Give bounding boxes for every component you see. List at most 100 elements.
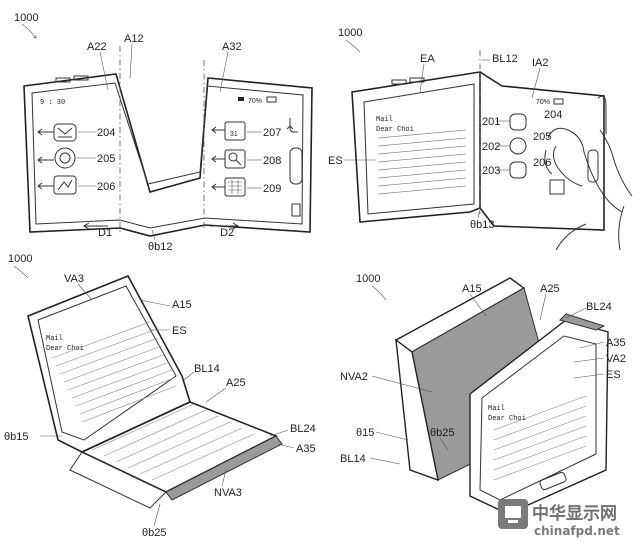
leader-a25-4 (539, 293, 547, 321)
figure-ref-arrow-2 (345, 39, 361, 53)
figure-ref-3: 1000 (8, 253, 32, 265)
label-d2: D2 (220, 227, 234, 239)
figure-ref-arrow-1 (21, 23, 37, 39)
settings-icon (509, 137, 527, 155)
figure-top-right: 1000 Mail Dear Choi 70% EA BL12 IA2 (328, 27, 633, 251)
ref-201: 201 (482, 116, 500, 128)
mail-body-lines-4 (493, 395, 587, 481)
leader-theta-b25-3 (153, 503, 161, 527)
battery-icon-1 (266, 96, 277, 103)
figure-ref-arrow-3 (13, 265, 29, 279)
label-theta-b15: θb15 (4, 431, 28, 443)
leader-theta-15 (375, 431, 409, 441)
mail-greeting-2: Dear Choi (376, 126, 414, 134)
leader-a35-4 (579, 341, 605, 349)
leader-bl24-4 (565, 307, 587, 319)
device-left-panel-2 (351, 71, 481, 223)
watermark-brand: 中华显示网 (532, 503, 617, 524)
leader-va3 (77, 283, 93, 301)
keypad-icon (224, 177, 246, 197)
arrow-left-icon (211, 126, 225, 134)
leader-a22 (99, 51, 109, 91)
ref-207: 207 (263, 127, 281, 139)
site-watermark: 中华显示网 chinafpd.net (498, 499, 620, 538)
label-nva2: NVA2 (340, 371, 368, 383)
ref-204-fig2: 204 (544, 109, 562, 121)
device-screen-3 (37, 285, 177, 441)
svg-text:31: 31 (230, 131, 238, 138)
strap-icon (597, 95, 607, 134)
figure-ref-2: 1000 (338, 27, 362, 39)
leader-bl14-4 (369, 457, 401, 465)
label-bl24: BL24 (290, 423, 316, 435)
recent-apps-icon (291, 203, 301, 217)
ref-202: 202 (482, 141, 500, 153)
device-screen-2 (363, 83, 475, 215)
mail-greeting-3: Dear Choi (46, 345, 84, 353)
label-a15: A15 (172, 299, 192, 311)
leader-a25 (205, 387, 227, 403)
label-bl24-4: BL24 (586, 301, 612, 313)
device-top-button-1 (55, 77, 71, 83)
arrow-left-icon (211, 155, 225, 163)
device-top-button-3 (391, 79, 407, 85)
leader-a12 (129, 43, 133, 79)
direction-arrow-d2 (210, 222, 239, 230)
mail-greeting-4: Dear Choi (488, 415, 526, 423)
mail-title-3: Mail (46, 335, 63, 343)
mail-body-lines-3 (51, 321, 177, 423)
device-top-button-4 (409, 77, 425, 83)
device-top-button-2 (73, 75, 89, 81)
figure-ref-1: 1000 (14, 12, 38, 24)
leader-va2 (573, 357, 605, 363)
arrow-left-icon (37, 156, 54, 164)
back-icon (286, 118, 298, 133)
ref-206-fig2: 206 (533, 157, 551, 169)
figure-bottom-left: 1000 Mail Dear Choi VA3 A15 ES BL14 A25 … (4, 253, 316, 539)
home-button (539, 471, 567, 491)
leader-es-4 (573, 373, 605, 379)
battery-text-1: 70% (248, 98, 262, 105)
label-bl14-4: BL14 (340, 453, 366, 465)
label-es-4: ES (606, 369, 621, 381)
arrow-left-icon (37, 182, 54, 190)
label-a12: A12 (124, 33, 144, 45)
direction-arrow-d1 (83, 222, 108, 230)
leader-a15 (139, 299, 171, 307)
mail-body-lines-2 (377, 129, 467, 195)
mail-icon (53, 123, 77, 142)
label-va2: VA2 (606, 353, 626, 365)
settings-icon (54, 147, 76, 169)
leader-theta-b12 (151, 229, 156, 241)
leader-a32 (219, 51, 229, 93)
mail-title-4: Mail (488, 405, 505, 413)
device-front-top-edge-4 (559, 313, 606, 331)
figure-top-left: 1000 9 : 30 70% (14, 12, 313, 253)
ref-206: 206 (97, 181, 115, 193)
label-bl12: BL12 (492, 53, 518, 65)
label-a35-3: A35 (296, 443, 316, 455)
arrow-left-icon (37, 128, 54, 136)
leader-a35-3 (277, 443, 295, 449)
ref-203: 203 (482, 165, 500, 177)
leader-nva3 (221, 469, 227, 487)
label-theta-b25-3: θb25 (142, 527, 166, 539)
keypad-icon (549, 179, 565, 195)
device-back-panel-3 (27, 274, 191, 453)
watermark-url: chinafpd.net (534, 524, 620, 538)
label-theta-b25-4: θb25 (430, 427, 454, 439)
headphones-icon (509, 161, 527, 179)
mail-title-2: Mail (376, 116, 393, 124)
label-a32: A32 (222, 41, 242, 53)
hinge-edge-nva3 (165, 435, 283, 501)
hand-illustration (544, 127, 633, 213)
ref-205-fig2: 205 (533, 131, 551, 143)
hand-wrist (555, 205, 625, 251)
label-a22: A22 (87, 41, 107, 53)
leader-bl24 (269, 429, 289, 437)
label-es: ES (328, 155, 343, 167)
device-base-3 (69, 451, 167, 509)
battery-text-2: 70% (536, 99, 550, 106)
ref-205: 205 (97, 153, 115, 165)
